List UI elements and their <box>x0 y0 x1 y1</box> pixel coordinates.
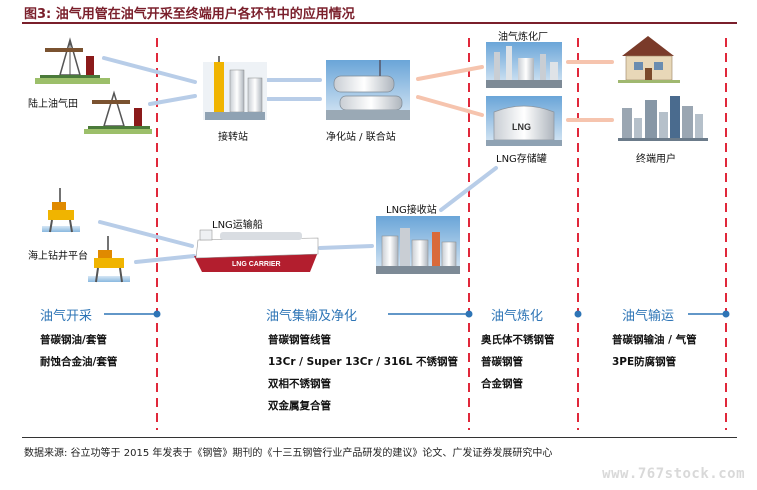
stage-label-refining: 油气炼化 <box>491 309 544 324</box>
arrow-purify-to-tank <box>416 95 484 117</box>
lng-terminal-icon <box>376 216 460 274</box>
label-purification-station: 净化站 / 联合站 <box>326 132 396 143</box>
pipe-item: 双金属复合管 <box>268 400 331 412</box>
label-transfer-station: 接转站 <box>218 132 248 143</box>
pumpjack-icon <box>35 37 110 84</box>
timeline-dot-4 <box>722 310 730 318</box>
offshore-platform-icon <box>42 188 80 233</box>
lng-carrier-icon: LNG CARRIER <box>194 229 319 272</box>
house-icon <box>618 36 680 83</box>
watermark: www.767stock.com <box>602 466 745 482</box>
pipe-item: 13Cr / Super 13Cr / 316L 不锈钢管 <box>268 356 459 368</box>
title-bar: 图3: 油气用管在油气开采至终端用户各环节中的应用情况 <box>22 0 737 24</box>
refinery-icon <box>486 42 562 88</box>
arrow-purify-to-refinery <box>416 65 484 81</box>
arrow-terminal-to-tank <box>439 166 498 212</box>
label-refinery: 油气炼化厂 <box>498 32 548 43</box>
stage-label-extraction: 油气开采 <box>40 309 93 324</box>
offshore-platform-icon <box>88 236 130 283</box>
figure-title: 图3: 油气用管在油气开采至终端用户各环节中的应用情况 <box>24 7 355 22</box>
pipe-item: 双相不锈钢管 <box>268 378 331 390</box>
label-lng-tank: LNG存储罐 <box>496 154 547 165</box>
arrow-land2-to-transfer <box>148 94 197 106</box>
timeline-dot-3 <box>574 310 582 318</box>
stage-label-transport: 油气输运 <box>622 309 675 324</box>
arrow-platform2-to-ship <box>134 254 196 264</box>
purification-station-icon <box>326 60 410 120</box>
footer-divider <box>22 437 737 438</box>
transfer-station-icon <box>203 56 267 120</box>
source-note: 数据来源: 谷立功等于 2015 年发表于《钢管》期刊的《十三五钢管行业产品研发… <box>24 448 553 459</box>
pipe-item: 普碳钢油/套管 <box>40 334 107 346</box>
stage-timeline <box>104 310 730 318</box>
label-lng-carrier: LNG运输船 <box>212 220 263 231</box>
pipe-item: 普碳钢管线管 <box>268 334 331 346</box>
label-offshore-platform: 海上钻井平台 <box>28 251 88 262</box>
arrow-ship-to-terminal <box>318 244 374 250</box>
label-lng-terminal: LNG接收站 <box>386 205 437 216</box>
ship-hull-label: LNG CARRIER <box>232 261 281 268</box>
timeline-dot-1 <box>153 310 161 318</box>
city-skyline-icon <box>618 96 708 141</box>
timeline-dot-2 <box>465 310 473 318</box>
pipe-item: 3PE防腐钢管 <box>612 356 677 368</box>
pipe-item: 合金钢管 <box>481 378 523 390</box>
pipe-item: 普碳钢输油 / 气管 <box>612 334 697 346</box>
pipe-item: 奥氏体不锈钢管 <box>481 334 555 346</box>
tank-label: LNG <box>512 122 531 132</box>
arrow-land1-to-transfer <box>102 56 197 84</box>
pipe-item: 普碳钢管 <box>481 356 523 368</box>
label-end-user: 终端用户 <box>636 154 676 165</box>
label-land-field: 陆上油气田 <box>28 99 78 110</box>
pumpjack-icon <box>84 90 152 134</box>
arrow-platform1-to-ship <box>98 220 194 248</box>
stage-label-gathering: 油气集输及净化 <box>266 309 358 324</box>
flow-arrows <box>98 56 614 264</box>
lng-tank-icon: LNG <box>486 96 562 146</box>
pipe-item: 耐蚀合金油/套管 <box>40 356 118 368</box>
